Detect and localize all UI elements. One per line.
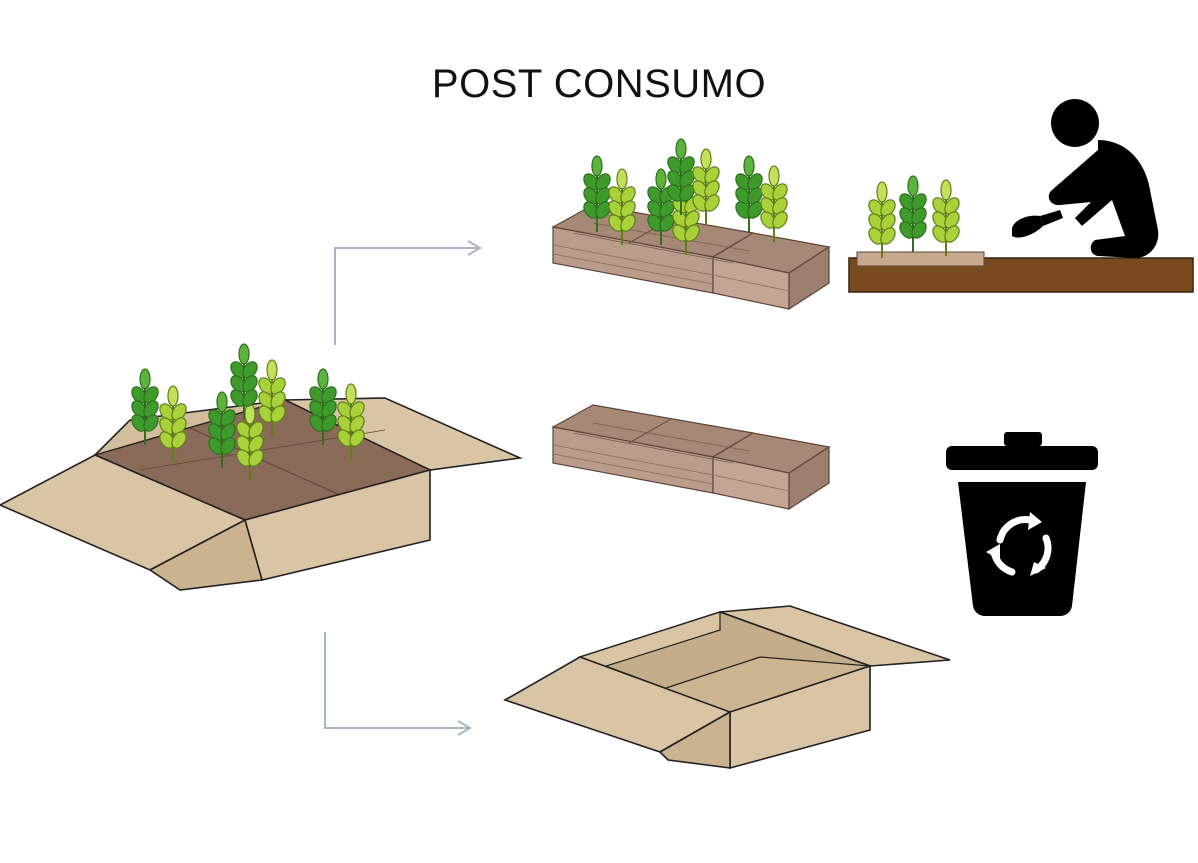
- soil-tray-empty: [552, 404, 830, 510]
- soil-tray-with-plants: [552, 138, 830, 310]
- gardener-icon: [1012, 99, 1159, 258]
- recycle-arrows-icon: [986, 512, 1052, 576]
- arrow-up-branch: [334, 240, 482, 345]
- planting-scene: [848, 175, 1194, 293]
- box-with-plants: [0, 343, 523, 591]
- arrow-down-branch: [324, 632, 472, 736]
- diagram-title: POST CONSUMO: [431, 62, 767, 106]
- recycle-bin-icon: [946, 432, 1098, 616]
- empty-cardboard-box: [503, 605, 951, 770]
